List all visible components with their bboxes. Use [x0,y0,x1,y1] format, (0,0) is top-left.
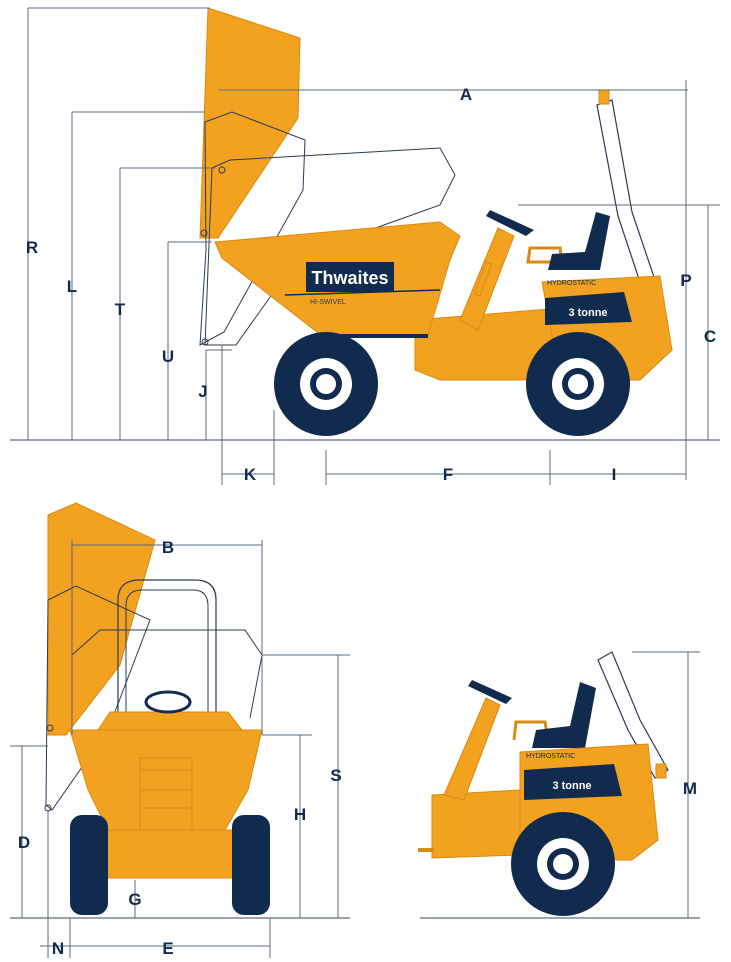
brand-name: Thwaites [311,268,388,288]
front-skip-top [97,711,244,731]
tractor-beacon [655,763,667,779]
rops-frame [596,99,656,283]
model-name: HI-SWIVEL [310,299,346,306]
label-C: C [704,327,716,346]
front-skip-raised [47,502,156,736]
steering-slot [473,261,493,297]
label-H: H [294,805,306,824]
label-S: S [330,766,341,785]
skip-trim-line [284,289,441,296]
front-steering-wheel [144,690,192,714]
label-R: R [26,238,38,257]
label-G: G [128,890,141,909]
label-U: U [162,347,174,366]
tractor-front-frame [431,789,521,859]
steering-wheel [486,210,534,236]
label-J: J [198,382,207,401]
label-T: T [115,300,126,319]
tractor-hydrostatic-label: HYDROSTATIC [526,753,575,760]
front-dimension-lines [10,540,350,958]
front-pivot-1 [46,724,54,732]
rear-wheel [526,332,630,436]
capacity-label: 3 tonne [568,307,607,319]
front-rops-inner [125,589,209,720]
tractor-steering-column [443,697,501,801]
label-A: A [460,85,472,104]
capacity-decal [545,292,632,325]
label-P: P [680,271,691,290]
pivot-point-1 [218,166,226,174]
front-skip-outline [71,629,263,719]
beacon [598,89,610,105]
skip-ghost-2 [204,147,456,346]
pivot-point-2 [200,229,208,237]
tractor-dimension-lines [632,651,700,918]
hydrostatic-label: HYDROSTATIC [547,280,596,287]
front-view: B S H D G E N [10,502,350,958]
steering-column [459,227,515,331]
label-K: K [244,465,257,484]
tractor-capacity-decal [524,764,622,800]
front-center-column [139,757,193,831]
pivot-point-3 [201,338,209,346]
label-E: E [162,939,173,958]
side-dimension-lines [27,7,720,485]
label-L: L [67,277,77,296]
label-I: I [612,465,617,484]
tractor-rops [597,651,669,779]
front-tyre-right [232,815,270,915]
label-M: M [683,779,697,798]
tractor-capacity-label: 3 tonne [552,780,591,792]
label-F: F [443,465,453,484]
brand-badge [306,262,394,292]
skip-raised-high [199,7,301,239]
tractor-seat [532,682,596,748]
front-wheel [274,332,378,436]
side-view: Thwaites HI-SWIVEL HYDROSTATIC 3 tonne [10,7,720,485]
seat [548,212,610,270]
tractor-steering-wheel [468,680,512,704]
front-tyre-left [70,815,108,915]
front-rops-outer [117,579,217,720]
label-N: N [52,939,64,958]
tractor-unit-view: HYDROSTATIC 3 tonne M [418,651,700,919]
label-D: D [18,833,30,852]
front-axle [103,829,235,879]
label-B: B [162,538,174,557]
tractor-wheel [511,812,615,916]
